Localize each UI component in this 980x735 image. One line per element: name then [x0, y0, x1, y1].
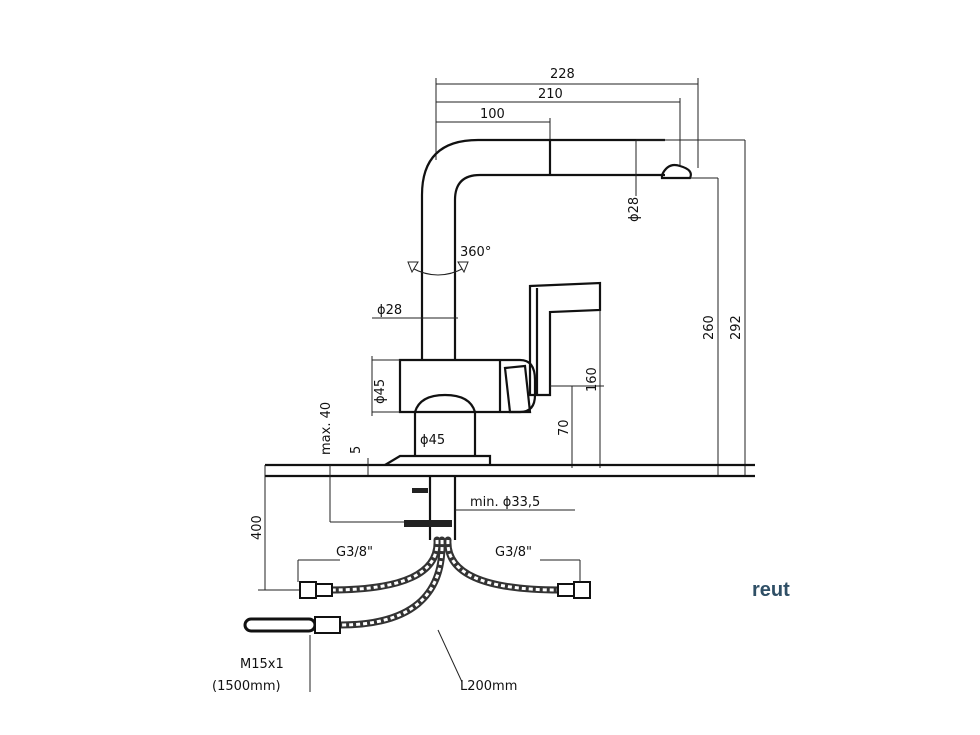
right-connector-fitting — [557, 581, 591, 599]
body-diameter-45-label: ϕ45 — [373, 379, 388, 404]
dimension-400 — [258, 465, 300, 591]
mixer-body — [371, 356, 537, 456]
height-dimensions — [571, 140, 746, 475]
width-dimensions — [435, 78, 699, 172]
max-40-label: max. 40 — [319, 402, 334, 455]
width-210-label: 210 — [538, 87, 563, 102]
brand-logo: reut — [752, 579, 790, 601]
g38-left-label: G3/8" — [336, 545, 373, 560]
m15-length-label: (1500mm) — [212, 679, 281, 694]
countertop — [265, 454, 755, 522]
rotation-360-label: 360° — [460, 245, 491, 260]
faucet-spout — [420, 138, 745, 360]
g38-right-label: G3/8" — [495, 545, 532, 560]
height-160-label: 160 — [585, 367, 600, 392]
height-400-label: 400 — [250, 515, 265, 540]
width-228-label: 228 — [550, 67, 575, 82]
m15-label: M15x1 — [240, 657, 284, 672]
dim-5-label: 5 — [349, 446, 364, 454]
mounting-shank — [330, 476, 575, 540]
height-260-label: 260 — [702, 315, 717, 340]
supply-hoses — [326, 536, 564, 629]
height-292-label: 292 — [729, 315, 744, 340]
width-100-label: 100 — [480, 107, 505, 122]
pullout-hose-end — [243, 616, 341, 634]
l200-label: L200mm — [460, 679, 517, 694]
spout-diameter-28-label: ϕ28 — [627, 197, 642, 222]
leader-lines — [297, 559, 581, 692]
rotation-marker — [407, 261, 469, 276]
left-connector-fitting — [299, 581, 333, 599]
height-70-label: 70 — [557, 419, 572, 436]
min-33-label: min. ϕ33,5 — [470, 495, 540, 510]
stem-diameter-28-label: ϕ28 — [377, 303, 402, 318]
base-diameter-45-label: ϕ45 — [420, 433, 445, 448]
lever-handle — [528, 281, 604, 468]
